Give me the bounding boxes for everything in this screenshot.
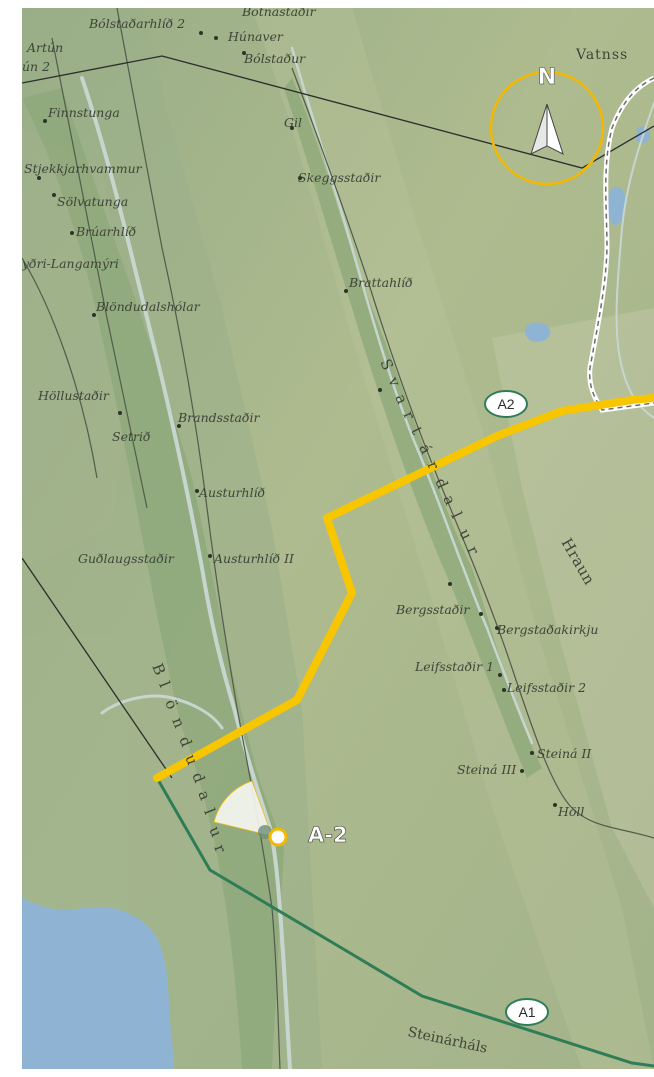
label-skeggsstadir: Skeggsstaðir [298,170,381,185]
label-gudlaugsstadir: Guðlaugsstaðir [78,551,175,566]
route-a1[interactable] [155,777,654,1068]
farm-markers [37,31,557,807]
label-hunaver: Húnaver [227,29,284,44]
label-bergsstadir: Bergsstaðir [395,602,470,617]
label-finnstunga: Finnstunga [47,105,120,120]
label-steina3: Steiná III [457,762,517,777]
viewpoint-label: A-2 [308,823,348,847]
label-leifsstadir1: Leifsstaðir 1 [414,659,494,674]
label-stjekkjarhvammur: Stjekkjarhvammur [24,161,143,176]
lakes [22,126,650,1069]
label-blondudalsholar: Blöndudalshólar [95,299,201,314]
label-solvatunga: Sölvatunga [57,194,128,209]
label-gil: Gil [284,115,302,130]
svarta-river [290,46,534,745]
label-holl: Höll [557,804,584,819]
label-bergstadakirkju: Bergstaðakirkju [496,622,598,637]
compass-ring [489,70,605,186]
label-steina2: Steiná II [537,746,592,761]
compass-north-label: N [538,65,556,90]
place-labels: Bólstaðarhlíð 2 Botnastaðir Húnaver Bóls… [22,8,628,1057]
highway-dashed [587,75,654,413]
label-artun: Artún [26,40,63,55]
label-bolstadarhlid2: Bólstaðarhlíð 2 [88,16,185,31]
compass[interactable]: N [489,65,605,186]
viewpoint-base [258,825,272,839]
label-austurhlid: Austurhlíð [198,485,266,500]
label-sydri-langamyri: yðri-Langamýri [22,256,119,271]
power-lines [22,55,654,779]
viewpoint-marker[interactable] [268,827,288,847]
route-a2[interactable] [153,394,654,782]
lake-southwest [22,898,174,1069]
map-canvas[interactable]: Bólstaðarhlíð 2 Botnastaðir Húnaver Bóls… [22,8,654,1069]
label-leifsstadir2: Leifsstaðir 2 [506,680,586,695]
route-a2-badge-label: A2 [497,396,514,412]
label-hollustadir: Höllustaðir [37,388,110,403]
label-botnastadir: Botnastaðir [241,8,317,19]
label-brandsstadir: Brandsstaðir [177,410,260,425]
pond-east-1 [607,186,627,226]
east-stream [615,102,654,419]
route-a1-badge[interactable]: A1 [505,998,549,1026]
pond-east-2 [524,322,551,342]
viewpoint-view-cone [213,780,273,837]
label-setrid: Setrið [112,429,151,444]
label-austurhlid2: Austurhlíð II [213,551,295,566]
route-a1-badge-label: A1 [518,1004,535,1020]
label-bolstadur: Bólstaður [243,51,306,66]
region-letter: l [200,806,219,818]
label-brattahlid: Brattahlíð [348,275,413,290]
label-artun2: ún 2 [22,59,50,74]
route-a2-badge[interactable]: A2 [484,390,528,418]
north-arrow-icon [530,103,564,155]
label-bruarhlid: Brúarhlíð [75,224,137,239]
region-letter: l [155,679,174,691]
map-view[interactable]: Bólstaðarhlíð 2 Botnastaðir Húnaver Bóls… [22,8,654,1069]
label-vatns: Vatnss [575,47,628,63]
